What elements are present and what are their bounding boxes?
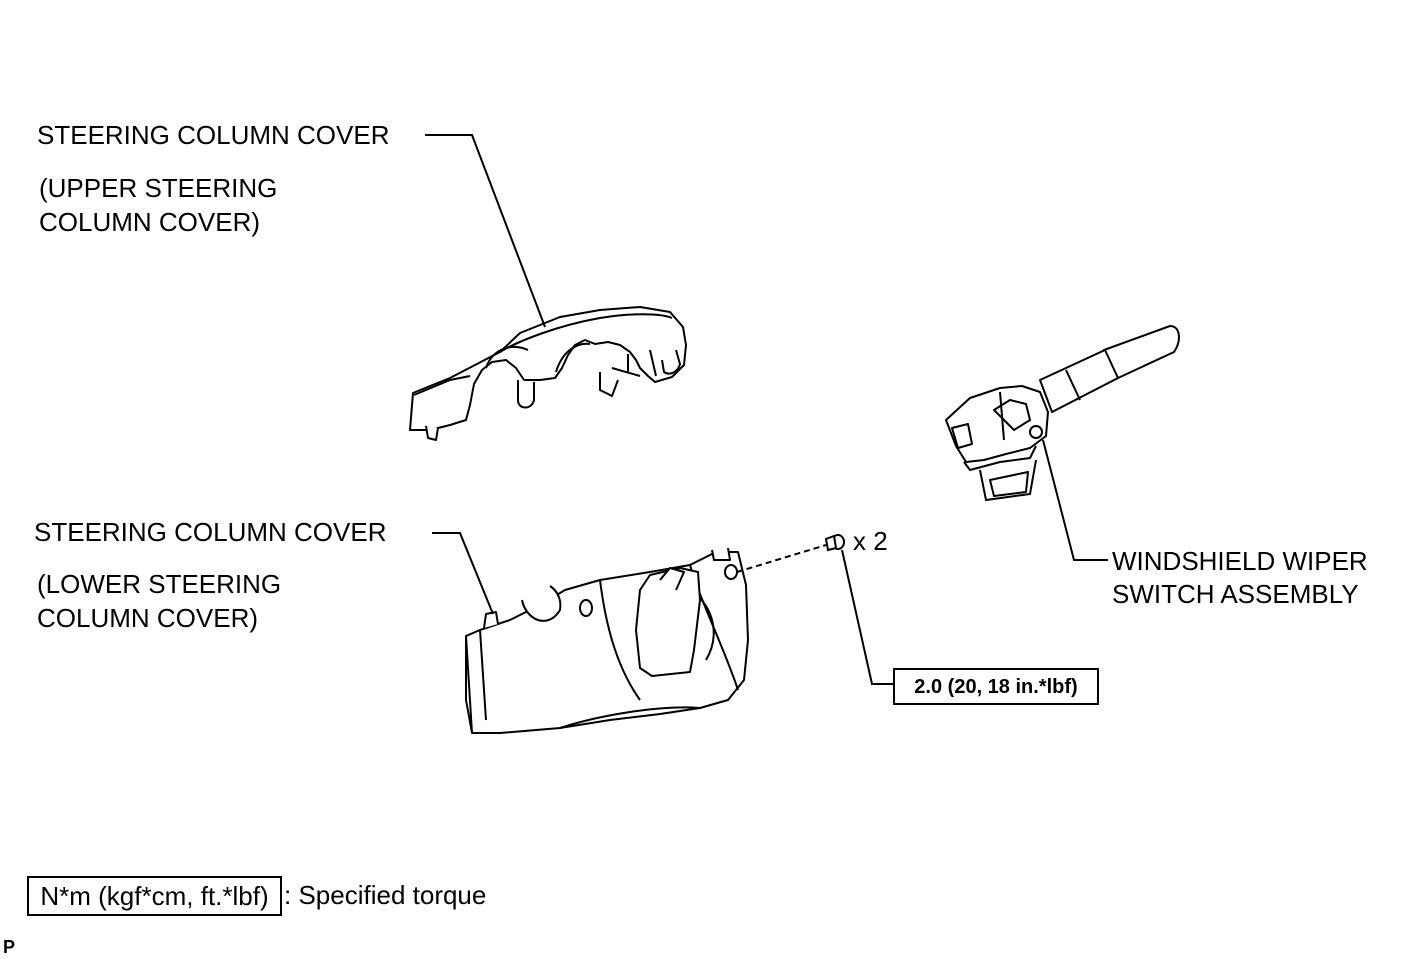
wiper-switch-label-line1: WINDSHIELD WIPER [1112, 546, 1368, 576]
lower-cover-subtitle-line1: (LOWER STEERING [37, 569, 282, 599]
screw-count-label: x 2 [853, 526, 888, 556]
leader-lines [425, 134, 1108, 685]
screw [736, 534, 845, 573]
upper-cover-subtitle-line1: (UPPER STEERING [39, 173, 278, 203]
torque-value-box: 2.0 (20, 18 in.*lbf) [893, 668, 1099, 705]
legend-description: : Specified torque [284, 880, 487, 910]
lower-cover-title: STEERING COLUMN COVER [34, 517, 387, 547]
upper-cover-title: STEERING COLUMN COVER [37, 120, 390, 150]
lower-cover-subtitle-line2: COLUMN COVER) [37, 603, 259, 633]
wiper-switch-label-line2: SWITCH ASSEMBLY [1112, 579, 1359, 609]
lower-column-cover [465, 547, 749, 734]
legend-units-box: N*m (kgf*cm, ft.*lbf) [27, 876, 282, 916]
wiper-switch-assembly [945, 325, 1180, 501]
upper-cover-subtitle-line2: COLUMN COVER) [39, 207, 261, 237]
upper-column-cover [409, 306, 687, 441]
corner-mark: P [3, 937, 16, 957]
